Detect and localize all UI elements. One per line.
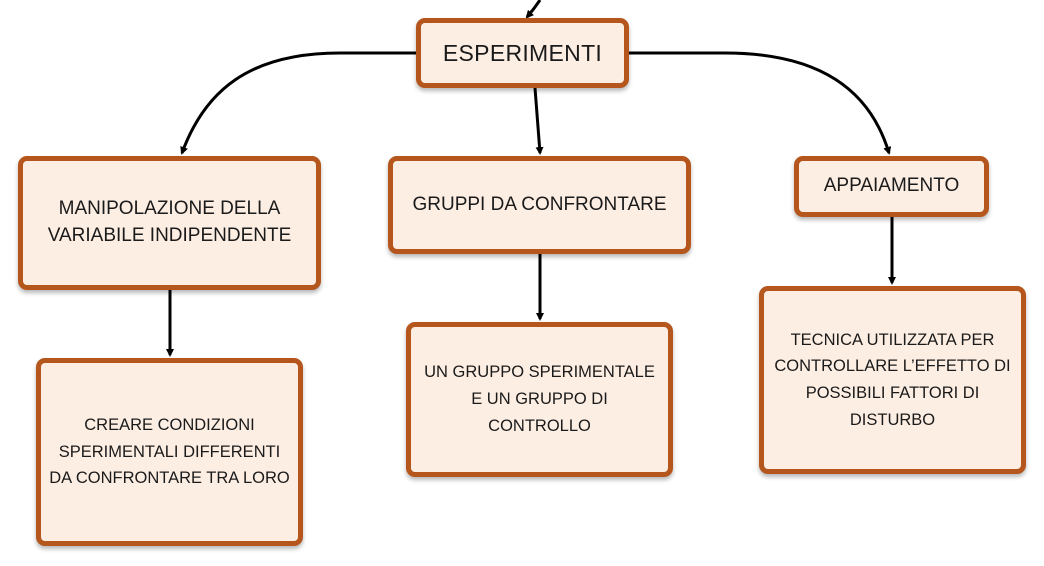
node-creare-condizioni[interactable]: CREARE CONDIZIONI SPERIMENTALI DIFFERENT… xyxy=(36,358,303,546)
node-esperimenti-label: ESPERIMENTI xyxy=(442,39,603,66)
node-tecnica-utilizzata[interactable]: TECNICA UTILIZZATA PER CONTROLLARE L’EFF… xyxy=(759,286,1026,474)
edge-esperimenti-to-appaiamento xyxy=(629,51,892,155)
node-gruppi-da-confrontare[interactable]: GRUPPI DA CONFRONTARE xyxy=(388,156,691,254)
edge-incoming-to-esperimenti xyxy=(525,0,542,19)
node-manipolazione-variabile[interactable]: MANIPOLAZIONE DELLA VARIABILE INDIPENDEN… xyxy=(18,156,321,290)
node-gruppi-label: GRUPPI DA CONFRONTARE xyxy=(412,193,667,215)
edge-esperimenti-to-manipolazione xyxy=(180,51,416,155)
node-un-gruppo-sperimentale[interactable]: UN GRUPPO SPERIMENTALE E UN GRUPPO DI CO… xyxy=(406,322,673,477)
edge-esperimenti-to-gruppi xyxy=(533,87,544,155)
node-tecnica-label: TECNICA UTILIZZATA PER CONTROLLARE L’EFF… xyxy=(774,330,1011,429)
node-manipolazione-label: MANIPOLAZIONE DELLA VARIABILE INDIPENDEN… xyxy=(47,198,292,246)
node-ungruppo-label: UN GRUPPO SPERIMENTALE E UN GRUPPO DI CO… xyxy=(424,363,655,435)
node-appaiamento[interactable]: APPAIAMENTO xyxy=(794,156,989,217)
node-esperimenti[interactable]: ESPERIMENTI xyxy=(416,18,629,88)
node-creare-label: CREARE CONDIZIONI SPERIMENTALI DIFFERENT… xyxy=(49,415,290,488)
node-appaiamento-label: APPAIAMENTO xyxy=(823,175,960,197)
